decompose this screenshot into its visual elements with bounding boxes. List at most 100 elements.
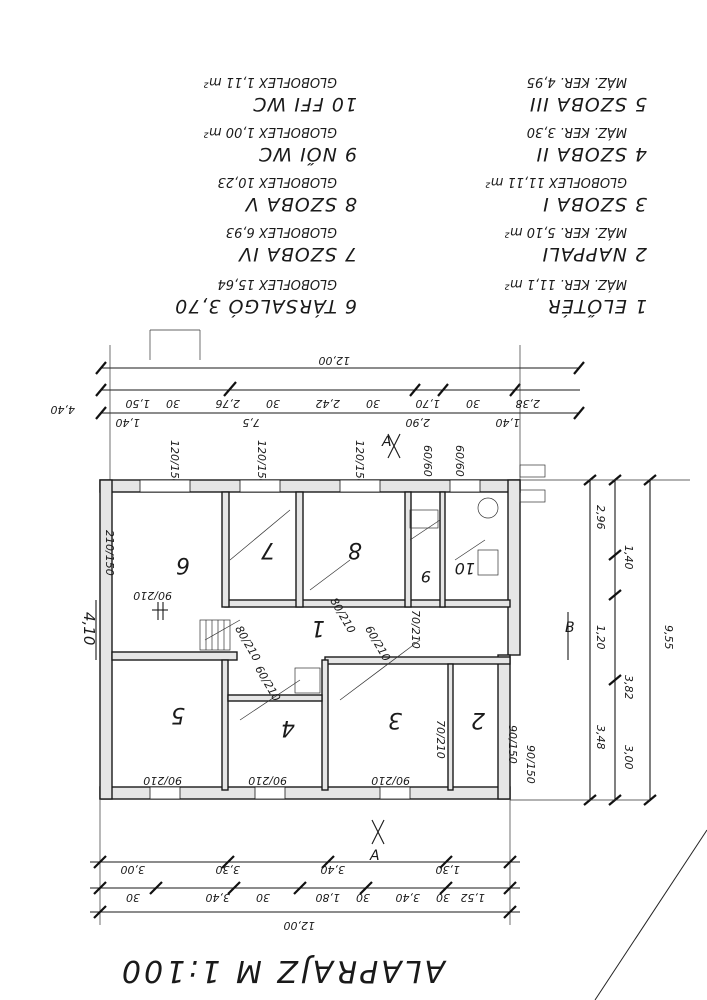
legend-item-1: 1 ELŐTÉR [547,295,648,319]
dim-right-2: 1,40 [622,545,635,570]
window-label-3: 120/150 [353,440,366,486]
dim-top-5: 2,42 [316,397,341,410]
legend-item-7-detail: GLOBOFLEX 6,93 [226,224,337,239]
drawing-title-text: ALAPRAJZ M 1:100 [119,953,447,988]
wall-4-3 [321,659,329,791]
room-numbers: 6 7 8 9 10 1 5 4 3 2 [171,537,485,740]
dim-right-1: 2,96 [594,505,607,530]
legend-item-4: 4 SZOBA II [536,143,647,165]
wall-6-7 [221,491,230,608]
dim-bottom2-4: 3,00 [121,863,146,876]
room-9-number: 9 [421,567,431,586]
dim-bottom-2: 30 [436,891,450,904]
window-label-6: 90/150 [506,725,519,764]
door-label-3: 90/210 [371,774,410,787]
room-5-number: 5 [171,702,185,727]
door-label-7: 70/210 [434,720,447,759]
dim-bottom2-1: 1,30 [436,863,461,876]
right-dimension-chains: 2,96 1,40 1,20 3,82 3,48 3,00 9,55 B 90/… [506,464,690,806]
legend-right-column: 6 TÁRSALGÓ 3,70 GLOBOFLEX 15,64 7 SZOBA … [174,74,357,319]
dim-top-3: 1,70 [416,397,441,410]
window-label-1: 120/150 [168,440,181,486]
wall-corridor-south-east [324,656,511,665]
legend-item-10: 10 FFI WC [252,93,357,115]
legend-item-1-detail: MÁZ. KER. 11,1 m² [505,276,627,292]
dim-right-3: 1,20 [594,625,607,650]
top-window-labels: 120/150 120/150 120/150 60/60 60/60 A [168,433,466,486]
dim-misc-4: 1,40 [116,416,141,429]
legend-item-2-detail: MÁZ. KER. 5,10 m² [505,224,627,240]
dim-bottom-7: 3,40 [206,891,231,904]
window-label-7: 90/150 [524,745,537,784]
room-1-number: 1 [311,615,325,640]
dim-right-overall: 9,55 [662,625,675,650]
dim-bottom-3: 3,40 [396,891,421,904]
dim-right-4: 3,82 [622,675,635,700]
wall-west [99,479,113,800]
wall-east-lower [497,654,511,800]
legend-item-3-detail: GLOBOFLEX 11,11 m² [486,174,628,189]
door-swings [152,497,499,721]
window-label-5: 60/60 [453,445,466,477]
legend-item-5: 5 SZOBA III [529,93,647,115]
dim-bottom-overall: 12,00 [284,919,316,932]
wall-5-4 [221,659,229,791]
room-6-number: 6 [176,552,190,577]
left-side-labels: 210/150 4,10 [80,530,116,660]
dim-top-7: 2,76 [216,397,241,410]
window-label-2: 120/150 [255,440,268,486]
dim-misc-2: 2,90 [406,416,431,429]
room-8-number: 8 [348,537,362,562]
room-10-number: 10 [455,559,475,578]
section-a-marker-bottom: A [369,848,380,864]
room-3-number: 3 [388,707,402,732]
room-4-number: 4 [281,715,295,740]
room-7-number: 7 [261,537,275,562]
dim-bottom-6: 30 [256,891,270,904]
door-labels: 90/210 90/210 90/210 90/210 80/210 80/21… [133,589,447,787]
legend-item-4-detail: MÁZ. KER. 3,30 [527,124,627,140]
legend-item-7: 7 SZOBA IV [237,243,357,265]
dim-top-4: 30 [366,397,380,410]
dim-bottom2-3: 3,30 [216,863,241,876]
dim-misc-5: 4,40 [51,403,76,416]
dim-top-2: 30 [466,397,480,410]
dim-misc-1: 1,40 [496,416,521,429]
wall-4-hall [227,694,323,702]
dim-misc-3: 7,5 [243,416,261,429]
wall-9-10 [439,491,446,608]
door-label-2: 90/210 [248,774,287,787]
dim-left-overall: 4,10 [80,612,98,645]
drawing-title: ALAPRAJZ M 1:100 [119,953,447,988]
bottom-dimension-chains: 1,30 3,40 3,30 3,00 1,52 30 3,40 30 1,80… [90,800,520,932]
dim-top-1: 2,38 [516,397,541,410]
door-label-1: 90/210 [143,774,182,787]
legend-item-8-detail: GLOBOFLEX 10,23 [218,174,338,189]
dim-right-5: 3,48 [594,725,607,750]
room-2-number: 2 [471,707,485,732]
wall-corridor-south-west [111,651,238,661]
dim-top-overall: 12,00 [319,354,351,367]
section-a-marker-top: A [381,434,392,450]
dim-bottom-8: 30 [126,891,140,904]
dim-top-8: 30 [166,397,180,410]
dim-top-6: 30 [266,397,280,410]
door-label-8: 70/210 [409,610,422,649]
dim-top-9: 1,50 [126,397,151,410]
wall-8-9 [404,491,412,608]
legend-item-6: 6 TÁRSALGÓ 3,70 [174,295,357,319]
legend-item-5-detail: MÁZ. KER. 4,95 [527,74,627,90]
legend-item-3: 3 SZOBA I [542,193,647,215]
dim-bottom-4: 30 [356,891,370,904]
wall-3-2 [447,663,454,791]
building-walls [99,479,521,800]
wall-7-8 [295,491,304,608]
toilet-fixture [477,497,499,519]
wall-east-upper [507,479,521,656]
legend-item-2: 2 NAPPALI [542,243,648,265]
paper-edge-line [594,829,707,1000]
top-dimension-chains: 12,00 2,38 30 1,70 30 2,42 30 2,76 30 1,… [51,329,585,480]
legend-item-10-detail: GLOBOFLEX 1,11 m² [204,74,337,89]
